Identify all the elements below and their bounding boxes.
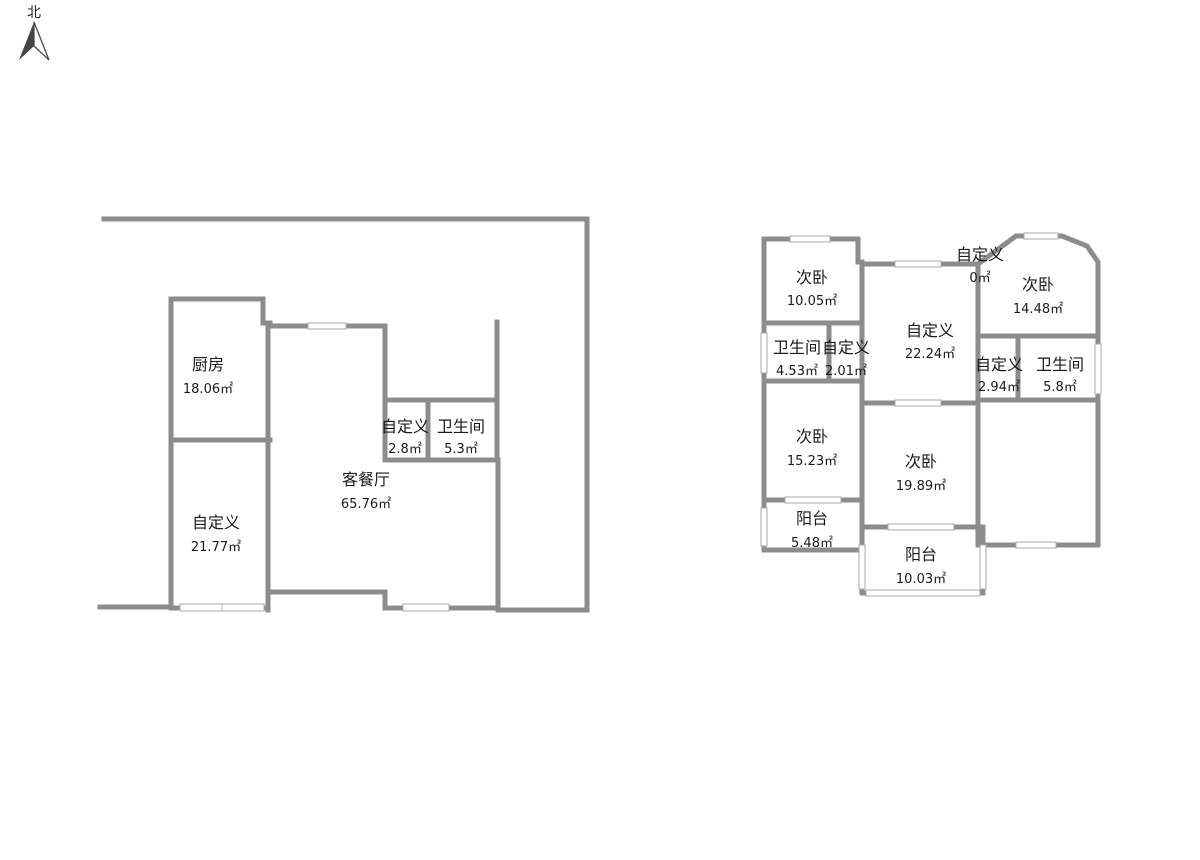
left-windows bbox=[179, 322, 450, 612]
room-area-custom: 21.77㎡ bbox=[191, 540, 241, 555]
room-area-custom-small: 2.8㎡ bbox=[388, 442, 422, 457]
room-name-custom-zero: 自定义 bbox=[956, 245, 1004, 264]
north-arrow-icon: 北 bbox=[19, 5, 50, 61]
room-name-bedroom-b: 次卧 bbox=[796, 427, 828, 446]
room-name-custom: 自定义 bbox=[192, 513, 240, 532]
room-area-bathroom: 5.3㎡ bbox=[444, 442, 478, 457]
room-name-balcony-b: 阳台 bbox=[905, 545, 937, 564]
room-name-custom-a: 自定义 bbox=[822, 338, 870, 357]
room-name-living-dining: 客餐厅 bbox=[342, 470, 390, 489]
left-outer-wall bbox=[101, 216, 590, 613]
room-area-bedroom-b: 15.23㎡ bbox=[787, 454, 837, 469]
room-area-bathroom-a: 4.53㎡ bbox=[776, 364, 818, 379]
room-area-bathroom-b: 5.8㎡ bbox=[1043, 380, 1077, 395]
room-area-custom-a: 2.01㎡ bbox=[825, 364, 867, 379]
room-area-custom-b: 2.94㎡ bbox=[978, 380, 1020, 395]
room-name-bedroom-a: 次卧 bbox=[796, 268, 828, 287]
kitchen-wall bbox=[168, 296, 273, 610]
room-area-custom-center: 22.24㎡ bbox=[905, 347, 955, 362]
room-area-living-dining: 65.76㎡ bbox=[341, 497, 391, 512]
room-area-balcony-b: 10.03㎡ bbox=[896, 572, 946, 587]
room-area-bedroom-c: 19.89㎡ bbox=[896, 479, 946, 494]
room-name-bedroom-c: 次卧 bbox=[905, 452, 937, 471]
room-name-balcony-a: 阳台 bbox=[796, 509, 828, 528]
living-bottom-wall bbox=[265, 457, 501, 611]
room-name-bathroom-b: 卫生间 bbox=[1036, 355, 1084, 374]
room-area-bedroom-bay: 14.48㎡ bbox=[1013, 302, 1063, 317]
room-name-kitchen: 厨房 bbox=[192, 355, 224, 374]
room-name-bedroom-bay: 次卧 bbox=[1022, 275, 1054, 294]
room-name-custom-small: 自定义 bbox=[381, 417, 429, 436]
room-area-bedroom-a: 10.05㎡ bbox=[787, 294, 837, 309]
room-area-balcony-a: 5.48㎡ bbox=[791, 536, 833, 551]
room-area-custom-zero: 0㎡ bbox=[969, 271, 990, 286]
living-top-wall bbox=[265, 323, 388, 463]
room-name-bathroom-a: 卫生间 bbox=[773, 338, 821, 357]
right-windows bbox=[760, 232, 1102, 597]
room-name-bathroom: 卫生间 bbox=[437, 417, 485, 436]
room-name-custom-b: 自定义 bbox=[975, 355, 1023, 374]
compass-label: 北 bbox=[27, 5, 41, 21]
left-floor-plan: 厨房 18.06㎡ 自定义 21.77㎡ 客餐厅 65.76㎡ 自定义 2.8㎡… bbox=[97, 216, 590, 613]
right-floor-plan: 次卧 10.05㎡ 卫生间 4.53㎡ 自定义 2.01㎡ 自定义 22.24㎡… bbox=[760, 232, 1102, 597]
room-name-custom-center: 自定义 bbox=[906, 321, 954, 340]
room-area-kitchen: 18.06㎡ bbox=[183, 382, 233, 397]
